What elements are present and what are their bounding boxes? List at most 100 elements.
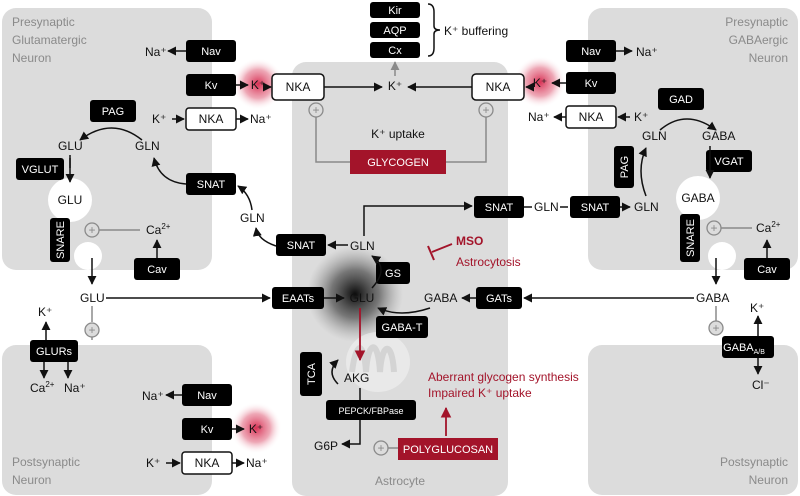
buffering-label: K⁺ buffering xyxy=(444,24,508,38)
na-plus-right-nka: Na⁺ xyxy=(528,110,550,124)
tca-box xyxy=(300,352,322,396)
kv-right xyxy=(566,72,616,94)
kv-left xyxy=(186,74,236,96)
vesicle-left xyxy=(48,178,92,222)
k-glow-left xyxy=(232,58,284,110)
vesicle-left-lower xyxy=(74,242,102,270)
akg-to-g6p-bend xyxy=(341,438,361,449)
snare-right-label: SNARE xyxy=(685,219,697,257)
snat-astro-left xyxy=(276,234,326,256)
label-presynaptic-glu-3: Neuron xyxy=(12,51,51,65)
plus-node-gabar-sign: + xyxy=(712,321,719,335)
nka-astro-right-label: NKA xyxy=(486,80,511,94)
snare-left xyxy=(50,218,70,262)
glycogen-to-nka-right xyxy=(446,110,487,163)
vglut-box xyxy=(16,158,64,180)
nka-neuron-left-label: NKA xyxy=(199,112,224,126)
gln-bottom-to-top-arrow xyxy=(638,147,647,197)
k-glow-postsynaptic xyxy=(230,402,282,454)
mso-label: MSO xyxy=(456,234,483,248)
label-presynaptic-glu-2: Glutamatergic xyxy=(12,33,87,47)
na-plus-post-nka: Na⁺ xyxy=(246,456,268,470)
gln-mid-left: GLN xyxy=(240,211,265,225)
glycogen-box xyxy=(350,150,446,174)
snat-left-neuron-label: SNAT xyxy=(197,179,226,191)
nav-left-label: Nav xyxy=(201,46,221,58)
gaba-t-label: GABA-T xyxy=(382,322,423,334)
vesicle-gaba-label: GABA xyxy=(681,191,714,205)
snat-astro-right-label: SNAT xyxy=(485,202,514,214)
gln-astro-label: GLN xyxy=(350,239,375,253)
k-plus-right-glow: K⁺ xyxy=(533,76,547,90)
k-plus-post-glow: K⁺ xyxy=(249,422,263,436)
nka-neuron-right-label: NKA xyxy=(579,110,604,124)
k-uptake-label: K⁺ uptake xyxy=(371,127,425,141)
na-plus-right-top: Na⁺ xyxy=(636,45,658,59)
snare-right xyxy=(680,214,700,262)
synapse-glu-label: GLU xyxy=(80,291,105,305)
na-plus-left-nka: Na⁺ xyxy=(250,112,272,126)
cav-left xyxy=(134,258,180,280)
glycogen-label: GLYCOGEN xyxy=(367,157,429,169)
kv-post-label: Kv xyxy=(201,424,214,436)
plus-node-glurs-sign: + xyxy=(88,323,95,337)
label-presynaptic-gaba-1: Presynaptic xyxy=(725,15,788,29)
k-plus-right-nka: K⁺ xyxy=(634,110,648,124)
k-plus-gabar: K⁺ xyxy=(750,301,764,315)
synapse-gaba-label: GABA xyxy=(696,291,729,305)
kir-label: Kir xyxy=(388,5,402,17)
k-plus-post-nka: K⁺ xyxy=(146,456,160,470)
label-postsynaptic-left-2: Neuron xyxy=(12,473,51,487)
snat-left-to-gln xyxy=(151,157,187,185)
gln-right-neuron-bottom: GLN xyxy=(634,200,659,214)
pag-left-label: PAG xyxy=(102,106,124,118)
snare-left-label: SNARE xyxy=(55,221,67,259)
gln-left-label: GLN xyxy=(135,139,160,153)
gaba-to-glu-arc xyxy=(377,307,431,316)
g6p-label: G6P xyxy=(314,439,338,453)
gs-box xyxy=(376,262,410,284)
k-plus-glurs: K⁺ xyxy=(38,305,52,319)
vesicle-glu-label: GLU xyxy=(58,193,83,207)
astro-k-plus: K⁺ xyxy=(388,79,402,93)
region-postsynaptic-left xyxy=(2,345,212,495)
pepck-label: PEPCK/FBPase xyxy=(338,406,403,416)
gad-label: GAD xyxy=(669,94,693,106)
snat-astro-to-gln-arrow xyxy=(252,227,277,247)
cx-label: Cx xyxy=(388,45,402,57)
na-plus-post-nav: Na⁺ xyxy=(142,389,164,403)
k-glow-right xyxy=(514,56,566,108)
polyglucosan-box xyxy=(398,438,498,460)
label-postsynaptic-left-1: Postsynaptic xyxy=(12,455,80,469)
plus-node-nka-right-sign: + xyxy=(482,103,489,117)
vgat-label: VGAT xyxy=(714,156,743,168)
kv-left-label: Kv xyxy=(205,80,218,92)
astro-gaba-label: GABA xyxy=(424,291,457,305)
label-presynaptic-gaba-3: Neuron xyxy=(749,51,788,65)
kv-right-label: Kv xyxy=(585,78,598,90)
gln-to-glu-left-arc xyxy=(79,127,143,141)
aqp-channel xyxy=(370,22,420,38)
snat-astro-right xyxy=(474,196,524,218)
glurs-box xyxy=(30,340,78,362)
nav-post xyxy=(182,384,232,406)
plus-node-ca-left-sign: + xyxy=(88,223,95,237)
vglut-label: VGLUT xyxy=(22,164,59,176)
k-plus-left-glow: K⁺ xyxy=(251,78,265,92)
tca-cycle-arc xyxy=(329,359,339,385)
gln-between-snats: GLN xyxy=(534,200,559,214)
label-postsynaptic-right-1: Postsynaptic xyxy=(720,455,788,469)
plus-node-nka-right xyxy=(478,102,494,118)
pag-right xyxy=(614,146,634,188)
cl-minus-label: Cl⁻ xyxy=(752,378,770,392)
polyglucosan-label: POLYGLUCOSAN xyxy=(403,444,493,456)
mso-inhibit-line xyxy=(431,243,453,253)
gabar-box xyxy=(722,336,774,358)
gln-to-snat-right-path xyxy=(363,201,473,236)
k-plus-left-nka: K⁺ xyxy=(152,112,166,126)
snat-neuron-right-label: SNAT xyxy=(581,202,610,214)
glurs-label: GLURs xyxy=(36,346,73,358)
mso-inhibit-bar xyxy=(427,245,435,261)
vesicle-right xyxy=(676,176,720,220)
gabar-label: GABAA/B xyxy=(723,342,765,356)
